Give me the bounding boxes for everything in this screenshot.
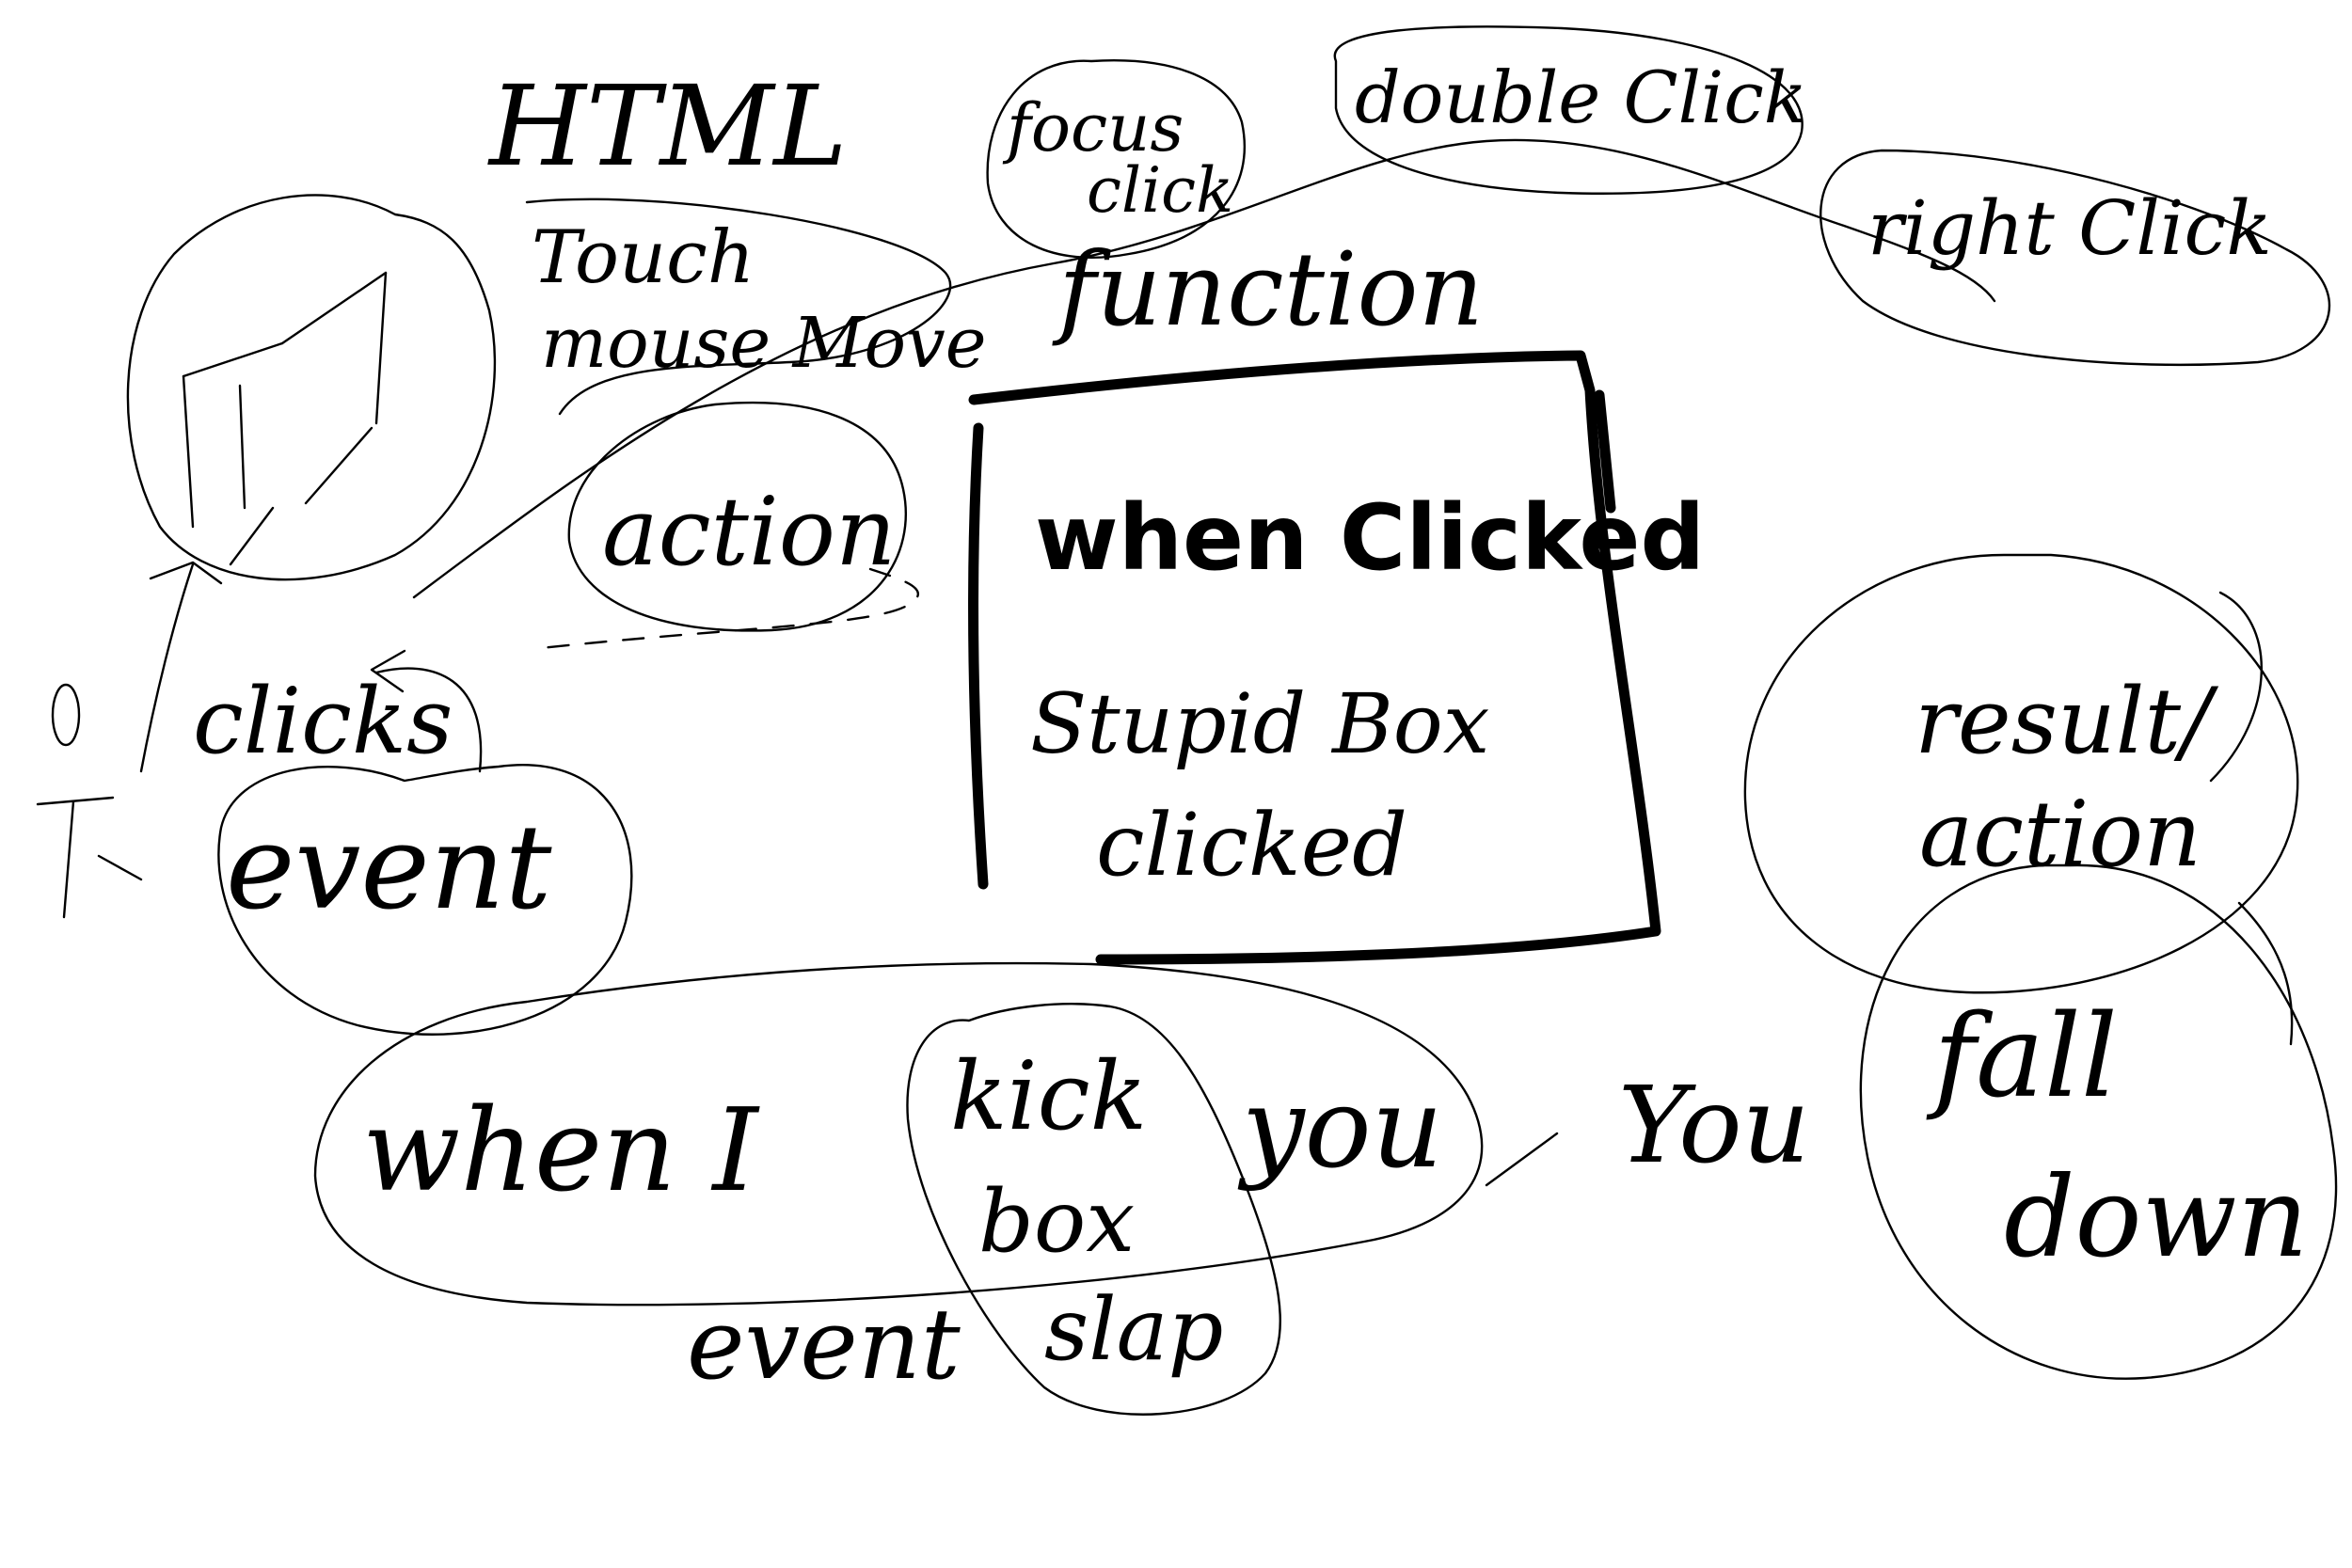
function-label: function (1052, 231, 1484, 349)
result-action-label: action (1919, 782, 2201, 887)
html-label: HTML (487, 61, 848, 191)
slap-label: slap (1044, 1279, 1223, 1380)
action-circle (567, 401, 907, 632)
action-label: action (602, 477, 896, 587)
double-click-oval (1333, 25, 1804, 195)
door-icon (182, 271, 388, 566)
kick-label: kick (950, 1041, 1147, 1151)
you-label-right: You (1618, 1065, 1810, 1187)
event-label: event (226, 800, 553, 936)
clicked-label: clicked (1096, 795, 1407, 895)
event-bottom-label: event (687, 1287, 961, 1402)
clicks-label: clicks (193, 669, 453, 774)
door-circle (126, 194, 497, 581)
sentence-oval (313, 961, 1484, 1307)
kick-box-pill (906, 1003, 1282, 1416)
stick-figure (36, 683, 143, 919)
result-label: result/ (1915, 669, 2219, 774)
down-label: down (2004, 1152, 2309, 1282)
arrow-to-circle (139, 562, 195, 773)
result-circle (1743, 553, 2299, 994)
double-click-label: double Click (1355, 55, 1807, 139)
connector-curve (412, 138, 1996, 599)
clicks-arrow (374, 667, 483, 773)
event-circle (217, 764, 633, 1036)
touch-label: Touch (532, 215, 755, 300)
fall-down-circle (1859, 863, 2338, 1380)
stupid-box (968, 350, 1661, 965)
fall-label: fall (1926, 990, 2118, 1123)
right-click-oval (1820, 149, 2331, 367)
box-label: box (978, 1171, 1135, 1272)
focus-label: focus (1002, 89, 1184, 166)
stupid-box-label: Stupid Box (1030, 675, 1489, 772)
when-clicked-label: when Clicked (1035, 485, 1705, 591)
mouse-move-loop (525, 198, 952, 416)
right-click-label: right Click (1867, 184, 2272, 272)
click-label: click (1087, 154, 1233, 227)
mouse-move-label: mouse Move (541, 303, 987, 384)
you-label: you (1237, 1063, 1443, 1193)
when-i-label: when I (362, 1084, 761, 1217)
action-pointer (530, 567, 920, 651)
arrow-head (149, 561, 223, 585)
you-arrow (1485, 1132, 1559, 1187)
focus-click-oval (986, 59, 1247, 259)
